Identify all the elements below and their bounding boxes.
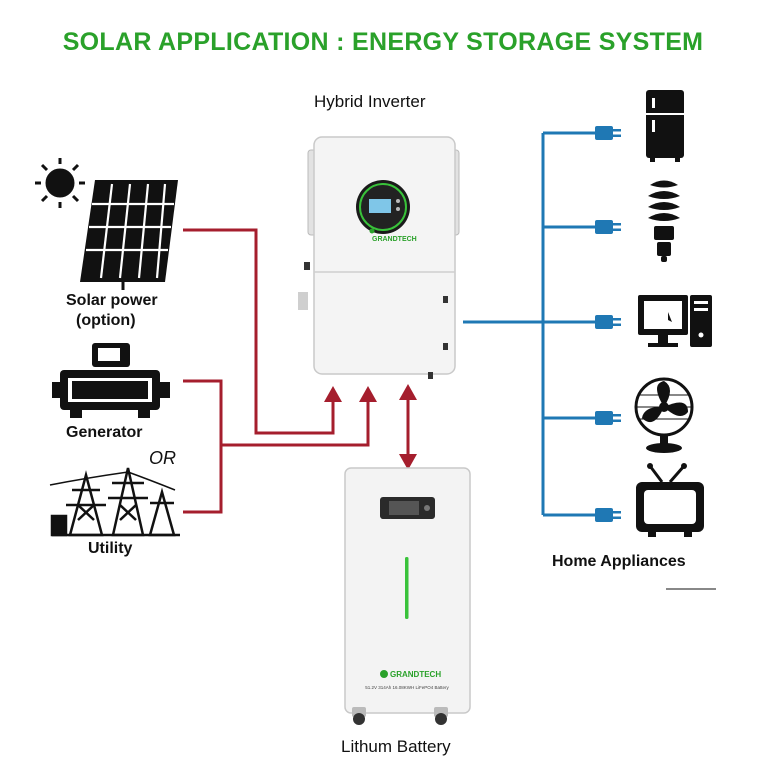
generator-wire bbox=[183, 379, 370, 447]
fridge-icon bbox=[646, 90, 684, 162]
fan-icon bbox=[634, 377, 694, 453]
solar-option-label: (option) bbox=[76, 312, 136, 329]
solar-label: Solar power bbox=[66, 292, 158, 309]
inverter-brand: GRANDTECH bbox=[372, 236, 417, 243]
arrow-up-icon bbox=[359, 386, 377, 402]
generator-icon bbox=[52, 343, 170, 418]
battery-brand: GRANDTECH bbox=[390, 670, 441, 679]
tv-icon bbox=[636, 463, 704, 537]
computer-icon bbox=[638, 295, 712, 347]
arrow-up-icon bbox=[324, 386, 342, 402]
utility-pylon-icon bbox=[49, 467, 180, 537]
inverter-screen bbox=[369, 199, 391, 213]
cfl-bulb-icon bbox=[648, 180, 680, 262]
sun-icon bbox=[35, 158, 85, 208]
arrow-down-icon bbox=[399, 454, 417, 470]
hybrid-inverter bbox=[298, 136, 460, 379]
battery-spec: 51.2V 314Ah 16.08KWH LiFePO4 Battery bbox=[365, 685, 449, 690]
or-label: OR bbox=[149, 448, 176, 468]
solar-panel-icon bbox=[80, 180, 178, 290]
lithium-battery bbox=[344, 467, 471, 725]
arrow-heads bbox=[324, 384, 417, 470]
solar-wire bbox=[183, 228, 335, 435]
battery-led-strip bbox=[405, 557, 409, 619]
generator-label: Generator bbox=[66, 424, 143, 441]
home-appliances-label: Home Appliances bbox=[552, 553, 686, 570]
arrow-up-icon bbox=[399, 384, 417, 400]
utility-label: Utility bbox=[88, 540, 133, 557]
plug-icons bbox=[595, 126, 621, 522]
output-wires bbox=[463, 131, 595, 517]
inverter-label: Hybrid Inverter bbox=[314, 92, 426, 111]
battery-label: Lithum Battery bbox=[341, 737, 451, 756]
ac-input-wires bbox=[183, 228, 410, 514]
utility-wire bbox=[183, 445, 223, 514]
page-title: SOLAR APPLICATION : ENERGY STORAGE SYSTE… bbox=[62, 28, 704, 56]
